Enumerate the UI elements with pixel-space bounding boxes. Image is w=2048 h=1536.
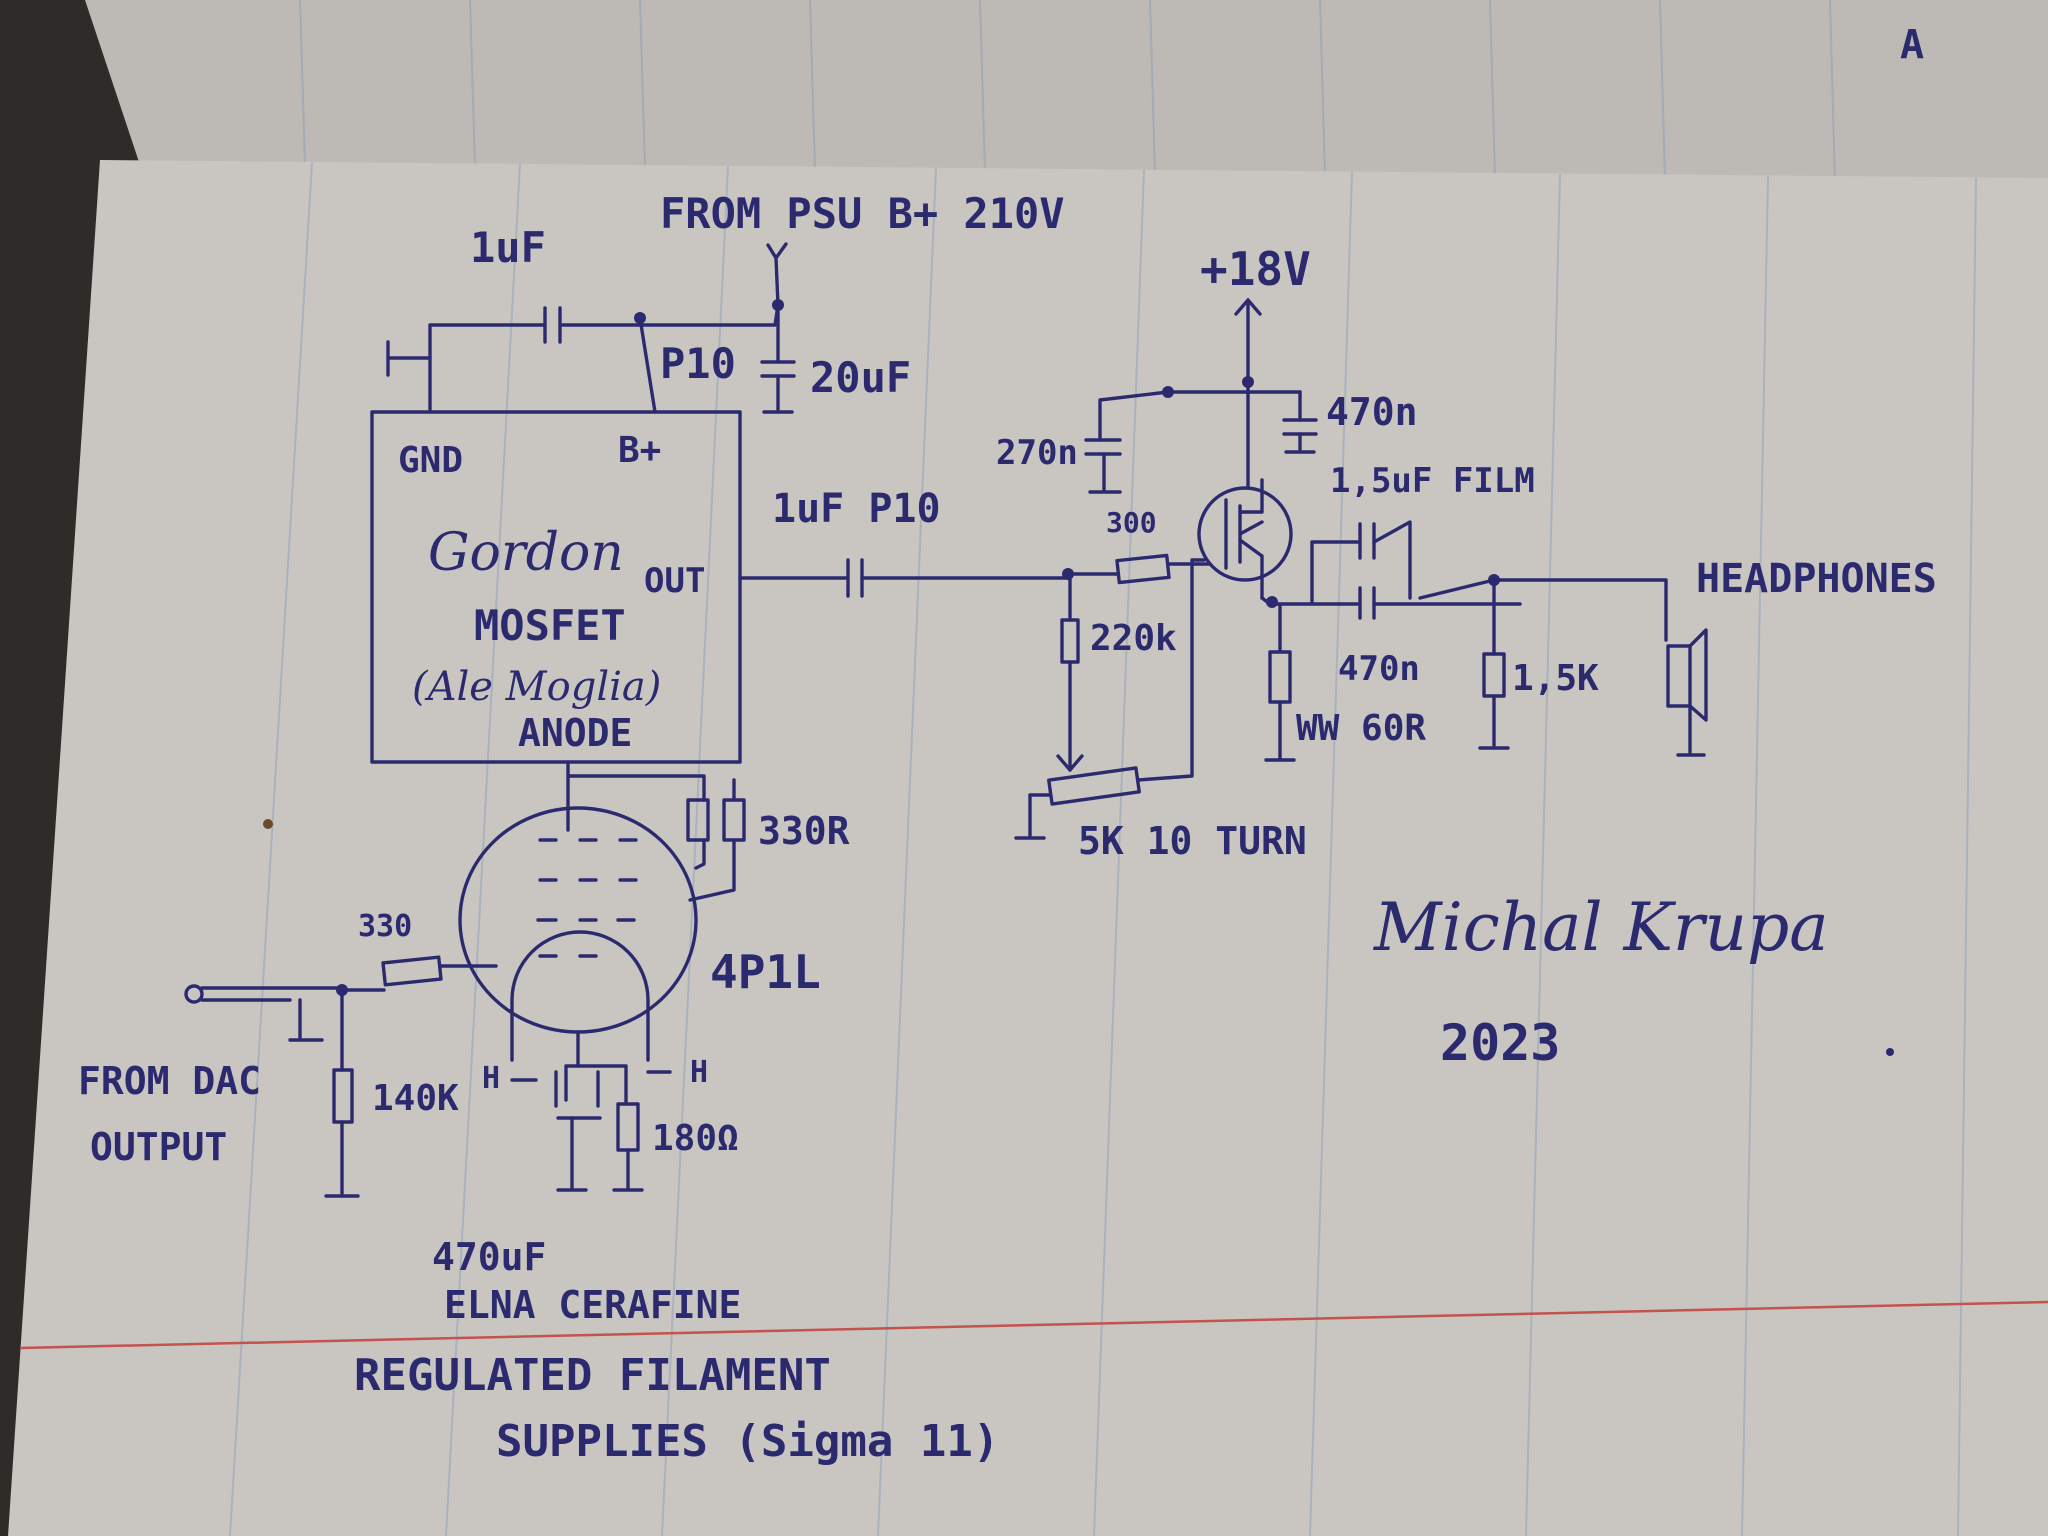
headphones-symbol xyxy=(1666,644,1692,708)
res-330-label: 330 xyxy=(358,909,412,944)
cap-270n-label: 270n xyxy=(996,433,1078,473)
headphones-label: HEADPHONES xyxy=(1696,556,1937,602)
margin-line xyxy=(19,1300,2048,1350)
module-type-label: MOSFET xyxy=(474,601,626,650)
page-corner-mark: A xyxy=(1900,22,1924,68)
res-330r-label: 330R xyxy=(758,809,850,853)
tube-label: 4P1L xyxy=(710,945,821,999)
module-out-label: OUT xyxy=(644,561,705,601)
module-anode-label: ANODE xyxy=(518,711,632,755)
front-page-rulings xyxy=(229,162,1977,1536)
cap-1uf-top-label: 1uF xyxy=(470,223,546,272)
res-220k-label: 220k xyxy=(1090,618,1177,659)
module-name-label: Gordon xyxy=(428,523,624,583)
res-1k5-label: 1,5K xyxy=(1512,658,1599,699)
res-140k-label: 140K xyxy=(372,1078,459,1119)
note-line1-label: REGULATED FILAMENT xyxy=(354,1350,831,1401)
schematic: GND B+ Gordon OUT MOSFET (Ale Moglia) AN… xyxy=(78,189,1937,1467)
module-bplus-label: B+ xyxy=(618,430,661,471)
gordon-module-box xyxy=(370,410,742,764)
author-signature: Michal Krupa xyxy=(1373,889,1829,966)
year-label: 2023 xyxy=(1440,1014,1560,1072)
note-line2-label: SUPPLIES (Sigma 11) xyxy=(496,1416,999,1467)
input-jack xyxy=(184,984,204,1004)
coupling-cap-label: 1uF P10 xyxy=(772,486,941,532)
psu-supply-label: FROM PSU B+ 210V xyxy=(660,189,1065,238)
input-line2-label: OUTPUT xyxy=(90,1125,227,1169)
cap-470uf-label: 470uF xyxy=(432,1235,546,1279)
cap-film-label: 1,5uF FILM xyxy=(1330,461,1535,501)
cap-20uf-label: 20uF xyxy=(810,353,911,402)
pot-label: 5K 10 TURN xyxy=(1078,819,1307,863)
res-ww-label: WW 60R xyxy=(1296,708,1426,749)
cap-470n-supply-label: 470n xyxy=(1326,390,1418,434)
back-page-rulings xyxy=(299,0,1836,183)
input-line1-label: FROM DAC xyxy=(78,1059,261,1103)
cap-brand-label: ELNA CERAFINE xyxy=(444,1283,741,1327)
mosfet-symbol xyxy=(1197,486,1293,582)
heater-h-left-label: H xyxy=(482,1061,500,1096)
back-page xyxy=(85,0,2048,185)
cap-p10-label: P10 xyxy=(660,339,736,388)
res-180-label: 180Ω xyxy=(652,1118,739,1159)
supply-18v-label: +18V xyxy=(1200,242,1311,296)
heater-h-right-label: H xyxy=(690,1055,708,1090)
res-300-label: 300 xyxy=(1106,506,1157,539)
cap-470n-out-label: 470n xyxy=(1338,649,1420,689)
front-page xyxy=(8,160,2048,1536)
ink-dot xyxy=(1886,1048,1894,1056)
module-gnd-label: GND xyxy=(398,440,463,481)
ink-speck xyxy=(263,819,273,829)
module-credit-label: (Ale Moglia) xyxy=(412,664,661,710)
